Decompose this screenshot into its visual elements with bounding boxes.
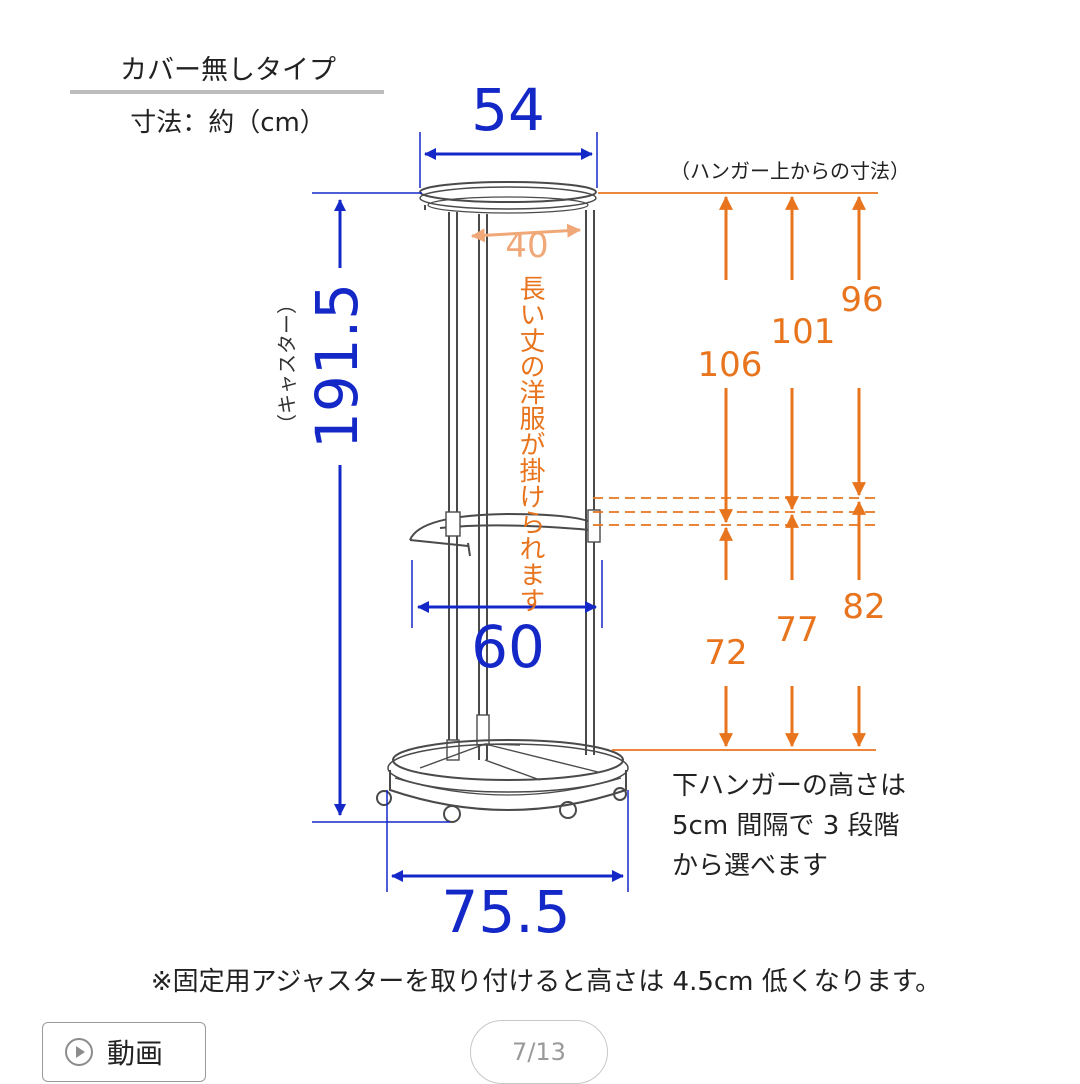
long-clothes-note: 長い丈の洋服が掛けられます (515, 275, 545, 613)
base-width-label: 75.5 (441, 878, 570, 946)
page-indicator-text: 7/13 (512, 1038, 566, 1066)
adjuster-note: ※固定用アジャスターを取り付けると高さは 4.5cm 低くなります。 (151, 967, 941, 997)
video-button-label: 動画 (107, 1037, 164, 1070)
type-label: カバー無しタイプ (120, 55, 336, 86)
height-label: 191.5 (303, 283, 371, 449)
dimension-diagram: カバー無しタイプ 寸法：約（cm） (70, 55, 941, 997)
inner-width-arrow (470, 223, 582, 243)
lower-value-1: 72 (704, 633, 747, 673)
lower-hanger-note-line-1: 下ハンガーの高さは (672, 771, 906, 801)
hanger-height-dimensions (593, 192, 878, 751)
hanger-top-note: （ハンガー上からの寸法） (670, 159, 910, 183)
caster-note: （キャスター） (275, 294, 299, 434)
upper-value-3: 96 (840, 280, 883, 320)
video-button[interactable]: 動画 (42, 1022, 206, 1082)
width-dimensions (312, 132, 629, 892)
inner-width-label: 40 (505, 226, 548, 266)
lower-value-2: 77 (775, 610, 818, 650)
units-label: 寸法：約（cm） (130, 108, 326, 138)
page-indicator: 7/13 (470, 1020, 608, 1084)
lower-hanger-note-line-2: 5cm 間隔で 3 段階 (672, 811, 900, 841)
upper-value-2: 101 (771, 312, 836, 352)
lower-value-3: 82 (842, 587, 885, 627)
play-circle-icon (65, 1038, 93, 1066)
lower-hanger-note-line-3: から選べます (672, 851, 828, 881)
lower-width-label: 60 (471, 613, 545, 681)
upper-value-1: 106 (698, 345, 763, 385)
hanger-rack-drawing (376, 181, 629, 823)
top-width-label: 54 (471, 76, 545, 144)
